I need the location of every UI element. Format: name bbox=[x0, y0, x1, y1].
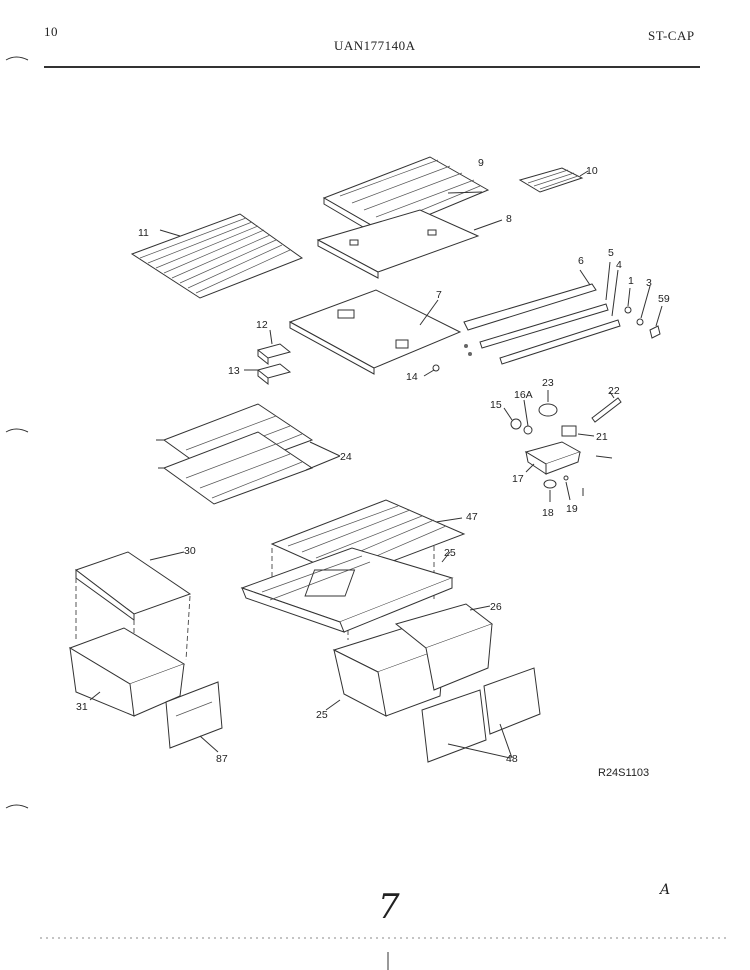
part-10-ice-tray bbox=[518, 167, 589, 193]
document-code: ST-CAP bbox=[648, 28, 695, 43]
callout-14: 14 bbox=[406, 371, 418, 383]
callout-59: 59 bbox=[658, 293, 670, 305]
part-31-meat-pan bbox=[68, 627, 186, 717]
callout-9: 9 bbox=[478, 157, 484, 169]
callout-24: 24 bbox=[340, 451, 352, 463]
part-15-bulb bbox=[503, 407, 522, 430]
callout-26: 26 bbox=[490, 601, 502, 613]
callout-47: 47 bbox=[466, 511, 478, 523]
handwritten-page-number: 7 bbox=[378, 887, 400, 927]
part-23-knob bbox=[538, 390, 558, 417]
callout-21: 21 bbox=[596, 431, 608, 443]
callout-18: 18 bbox=[542, 507, 554, 519]
callout-8: 8 bbox=[506, 213, 512, 225]
callout-6: 6 bbox=[578, 255, 584, 267]
callout-25-frame: 25 bbox=[444, 547, 456, 559]
callout-13: 13 bbox=[228, 365, 240, 377]
part-4-rail bbox=[499, 269, 621, 365]
part-14-screw bbox=[423, 364, 440, 377]
callout-30: 30 bbox=[184, 545, 196, 557]
callout-22: 22 bbox=[608, 385, 620, 397]
callout-31: 31 bbox=[76, 701, 88, 713]
part-59-clip bbox=[649, 305, 663, 339]
part-16a-socket bbox=[523, 399, 533, 435]
callout-15: 15 bbox=[490, 399, 502, 411]
part-6-rail bbox=[463, 269, 597, 331]
callout-4: 4 bbox=[616, 259, 622, 271]
part-13-bracket bbox=[244, 363, 292, 386]
part-7-cover bbox=[288, 289, 462, 375]
punch-mark-top bbox=[5, 56, 29, 61]
part-22-rod bbox=[591, 391, 622, 423]
punch-mark-bottom bbox=[5, 804, 29, 809]
callout-5: 5 bbox=[608, 247, 614, 259]
part-48-drawer-fronts bbox=[421, 667, 541, 763]
part-8-panel bbox=[316, 209, 503, 279]
callout-48: 48 bbox=[506, 753, 518, 765]
part-24-glass-shelves bbox=[156, 403, 341, 505]
part-17-housing bbox=[524, 441, 582, 475]
callout-87: 87 bbox=[216, 753, 228, 765]
model-number: UAN177140A bbox=[334, 38, 416, 53]
callout-19: 19 bbox=[566, 503, 578, 515]
callout-11: 11 bbox=[138, 227, 149, 239]
callout-17: 17 bbox=[512, 473, 524, 485]
callout-16a: 16A bbox=[514, 389, 533, 401]
diagram-reference: R24S1103 bbox=[598, 767, 649, 779]
part-1-clip bbox=[624, 287, 632, 314]
part-5-rail bbox=[479, 261, 611, 349]
handwritten-note: A bbox=[658, 882, 670, 898]
part-3-clip bbox=[636, 285, 651, 326]
callout-10: 10 bbox=[586, 165, 598, 177]
part-18-knob-disc bbox=[543, 479, 557, 502]
part-21-thermostat bbox=[561, 425, 595, 437]
header-rule bbox=[44, 66, 700, 68]
part-26-crisper-drawers bbox=[325, 603, 494, 717]
part-25-crisper-frame bbox=[240, 547, 454, 633]
punch-mark-middle bbox=[5, 428, 29, 433]
callout-12: 12 bbox=[256, 319, 268, 331]
callout-25-drawer: 25 bbox=[316, 709, 328, 721]
part-19-screw bbox=[563, 475, 571, 501]
callout-1: 1 bbox=[628, 275, 634, 287]
page-number: 10 bbox=[44, 24, 58, 39]
part-11-wire-shelf bbox=[130, 213, 304, 299]
callout-3: 3 bbox=[646, 277, 652, 289]
part-87-pan-front bbox=[165, 681, 223, 753]
part-12-bracket bbox=[256, 329, 292, 366]
callout-7: 7 bbox=[436, 289, 442, 301]
callout-23: 23 bbox=[542, 377, 554, 389]
